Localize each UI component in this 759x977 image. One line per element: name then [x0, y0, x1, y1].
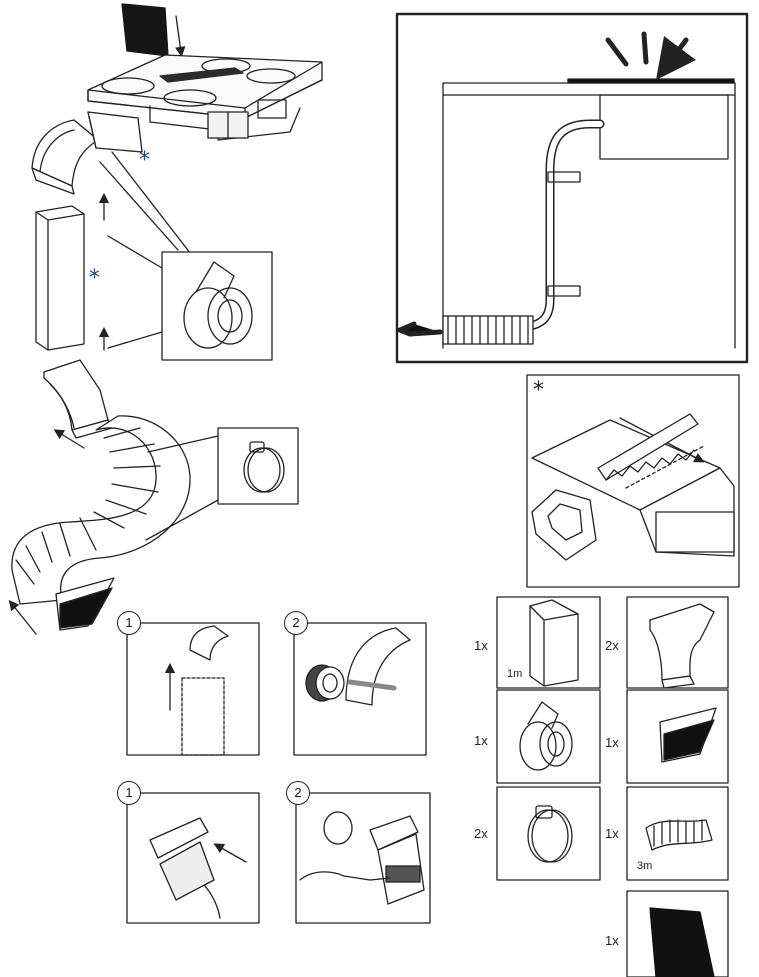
part-box-flexible-hose: [626, 786, 729, 881]
part-unit: 1m: [507, 668, 523, 680]
step-box-clamp-1: [126, 792, 260, 924]
hose-clamp-icon: [243, 441, 285, 493]
cooktop-illustration: [87, 54, 323, 141]
saw-panel-star: *: [533, 378, 544, 403]
step-number: 1: [117, 781, 141, 805]
part-box-straight-duct: [496, 596, 601, 689]
part-box-tape: [496, 689, 601, 784]
step-number: 2: [284, 611, 308, 635]
straight-duct-icon: [35, 205, 85, 351]
part-quantity: 1x: [605, 826, 619, 841]
step-number: 1: [117, 611, 141, 635]
part-quantity: 2x: [605, 638, 619, 653]
hose-clamp-icon: [527, 805, 573, 863]
step-box-clamp-2: [295, 792, 431, 924]
part-box-duct-bend: [626, 596, 729, 689]
part-quantity: 1x: [605, 933, 619, 948]
installed-duct-panel: [395, 12, 749, 364]
duct-tape-roll-icon: [519, 701, 573, 771]
duct-bend-icon: [31, 111, 143, 195]
part-box-outlet-grille: [626, 689, 729, 784]
flexible-hose-icon: [645, 819, 713, 851]
filter-pad-icon: [649, 907, 715, 977]
flexible-hose-icon: [11, 415, 191, 605]
part-quantity: 1x: [474, 638, 488, 653]
saw-cutting-panel: [526, 374, 740, 588]
part-quantity: 1x: [474, 733, 488, 748]
part-quantity: 1x: [605, 735, 619, 750]
outlet-grille-icon: [55, 577, 115, 631]
filter-pad-icon: [121, 3, 186, 58]
step-number: 2: [286, 781, 310, 805]
outlet-grille-icon: [659, 707, 717, 763]
step-box-tape-2: [293, 622, 427, 756]
part-unit: 3m: [637, 860, 653, 872]
part-box-filter-pad: [626, 890, 729, 977]
duct-bend-icon: [649, 603, 715, 689]
straight-duct-icon: [529, 599, 579, 687]
part-quantity: 2x: [474, 826, 488, 841]
cut-to-size-star: *: [139, 148, 150, 173]
duct-tape-roll-icon: [183, 261, 253, 349]
part-box-clamp: [496, 786, 601, 881]
cut-to-size-star: *: [89, 266, 100, 291]
